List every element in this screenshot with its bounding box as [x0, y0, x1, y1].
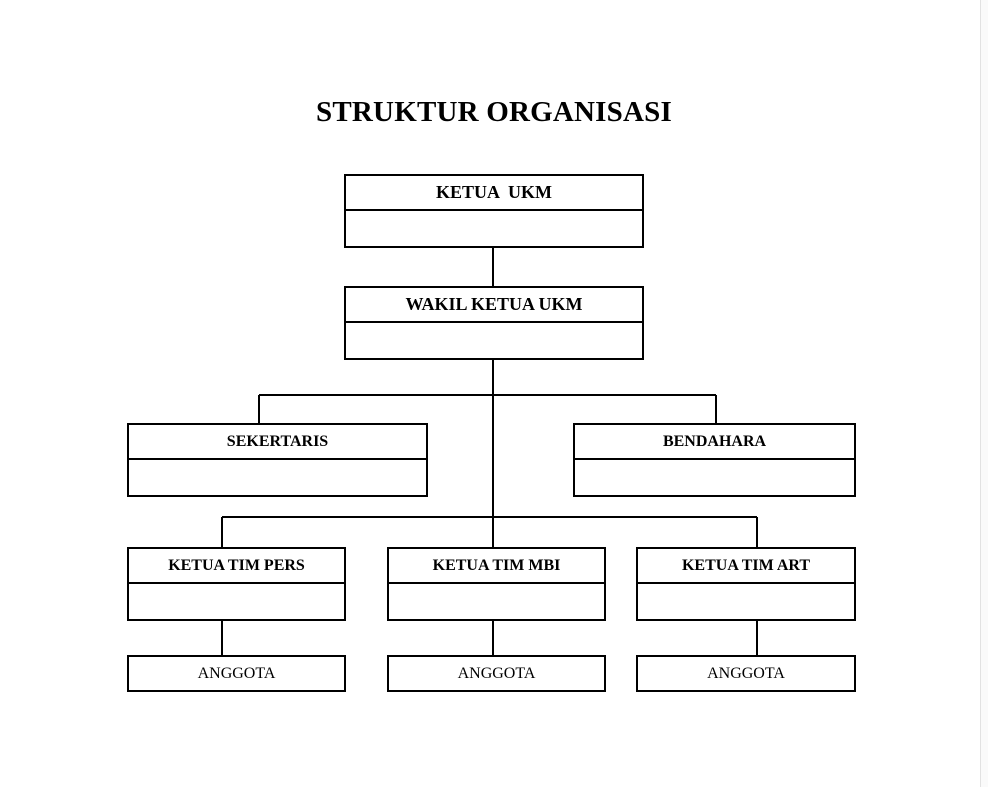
node-anggota-art: ANGGOTA	[636, 655, 856, 692]
node-ketua-tim-pers-label: KETUA TIM PERS	[129, 549, 344, 584]
node-ketua-tim-pers: KETUA TIM PERS	[127, 547, 346, 621]
node-wakil-ketua-ukm-label: WAKIL KETUA UKM	[346, 288, 642, 323]
node-wakil-ketua-ukm-name-slot	[346, 323, 642, 357]
node-ketua-tim-mbi-name-slot	[389, 584, 604, 618]
page-edge	[980, 0, 988, 787]
node-anggota-mbi: ANGGOTA	[387, 655, 606, 692]
node-ketua-tim-art: KETUA TIM ART	[636, 547, 856, 621]
diagram-title: STRUKTUR ORGANISASI	[316, 96, 672, 128]
node-bendahara-name-slot	[575, 460, 854, 494]
node-sekertaris-label: SEKERTARIS	[129, 425, 426, 460]
node-ketua-ukm: KETUA UKM	[344, 174, 644, 248]
node-ketua-tim-art-label: KETUA TIM ART	[638, 549, 854, 584]
node-ketua-tim-mbi-label: KETUA TIM MBI	[389, 549, 604, 584]
node-wakil-ketua-ukm: WAKIL KETUA UKM	[344, 286, 644, 360]
node-ketua-tim-pers-name-slot	[129, 584, 344, 618]
node-bendahara: BENDAHARA	[573, 423, 856, 497]
node-ketua-tim-mbi: KETUA TIM MBI	[387, 547, 606, 621]
node-ketua-ukm-label: KETUA UKM	[346, 176, 642, 211]
node-sekertaris: SEKERTARIS	[127, 423, 428, 497]
node-sekertaris-name-slot	[129, 460, 426, 494]
node-anggota-pers: ANGGOTA	[127, 655, 346, 692]
node-ketua-tim-art-name-slot	[638, 584, 854, 618]
node-ketua-ukm-name-slot	[346, 211, 642, 245]
node-bendahara-label: BENDAHARA	[575, 425, 854, 460]
